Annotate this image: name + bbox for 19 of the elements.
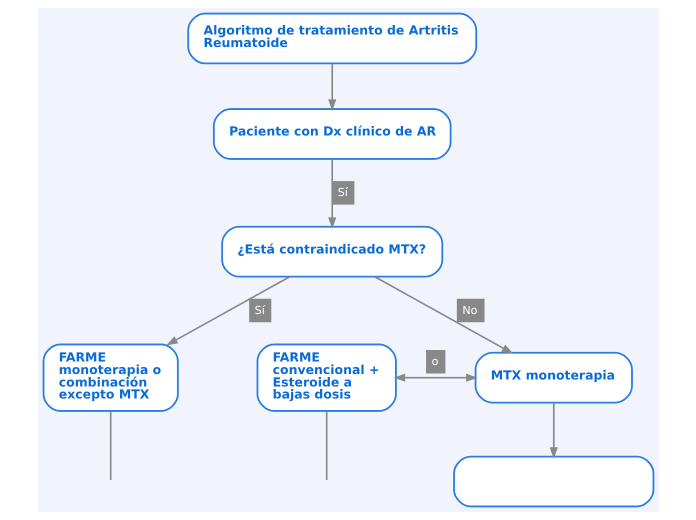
node-box: FARME monoterapia o combinación excepto MTX bbox=[42, 344, 178, 412]
arrow bbox=[374, 276, 513, 354]
node-box: FARME convencional + Esteroide a bajas dosis bbox=[256, 344, 396, 412]
edge-label: Sí bbox=[337, 186, 348, 200]
arrow bbox=[166, 276, 290, 346]
arrow bbox=[328, 64, 336, 111]
connector bbox=[109, 411, 112, 480]
node-box: MTX monoterapia bbox=[474, 352, 632, 404]
node-box: Algoritmo de tratamiento de Artritis Reumatoide bbox=[186, 12, 477, 64]
edge-label: o bbox=[431, 355, 438, 368]
node-box: ¿Está contraindicado MTX? bbox=[220, 226, 443, 278]
node-box bbox=[452, 456, 654, 508]
connector bbox=[325, 411, 328, 480]
node-box: Paciente con Dx clínico de AR bbox=[212, 108, 452, 160]
edge-label: Sí bbox=[254, 304, 264, 317]
arrow bbox=[549, 403, 558, 459]
arrow bbox=[393, 374, 478, 382]
arrow bbox=[328, 159, 336, 230]
edge-label: No bbox=[462, 304, 477, 317]
